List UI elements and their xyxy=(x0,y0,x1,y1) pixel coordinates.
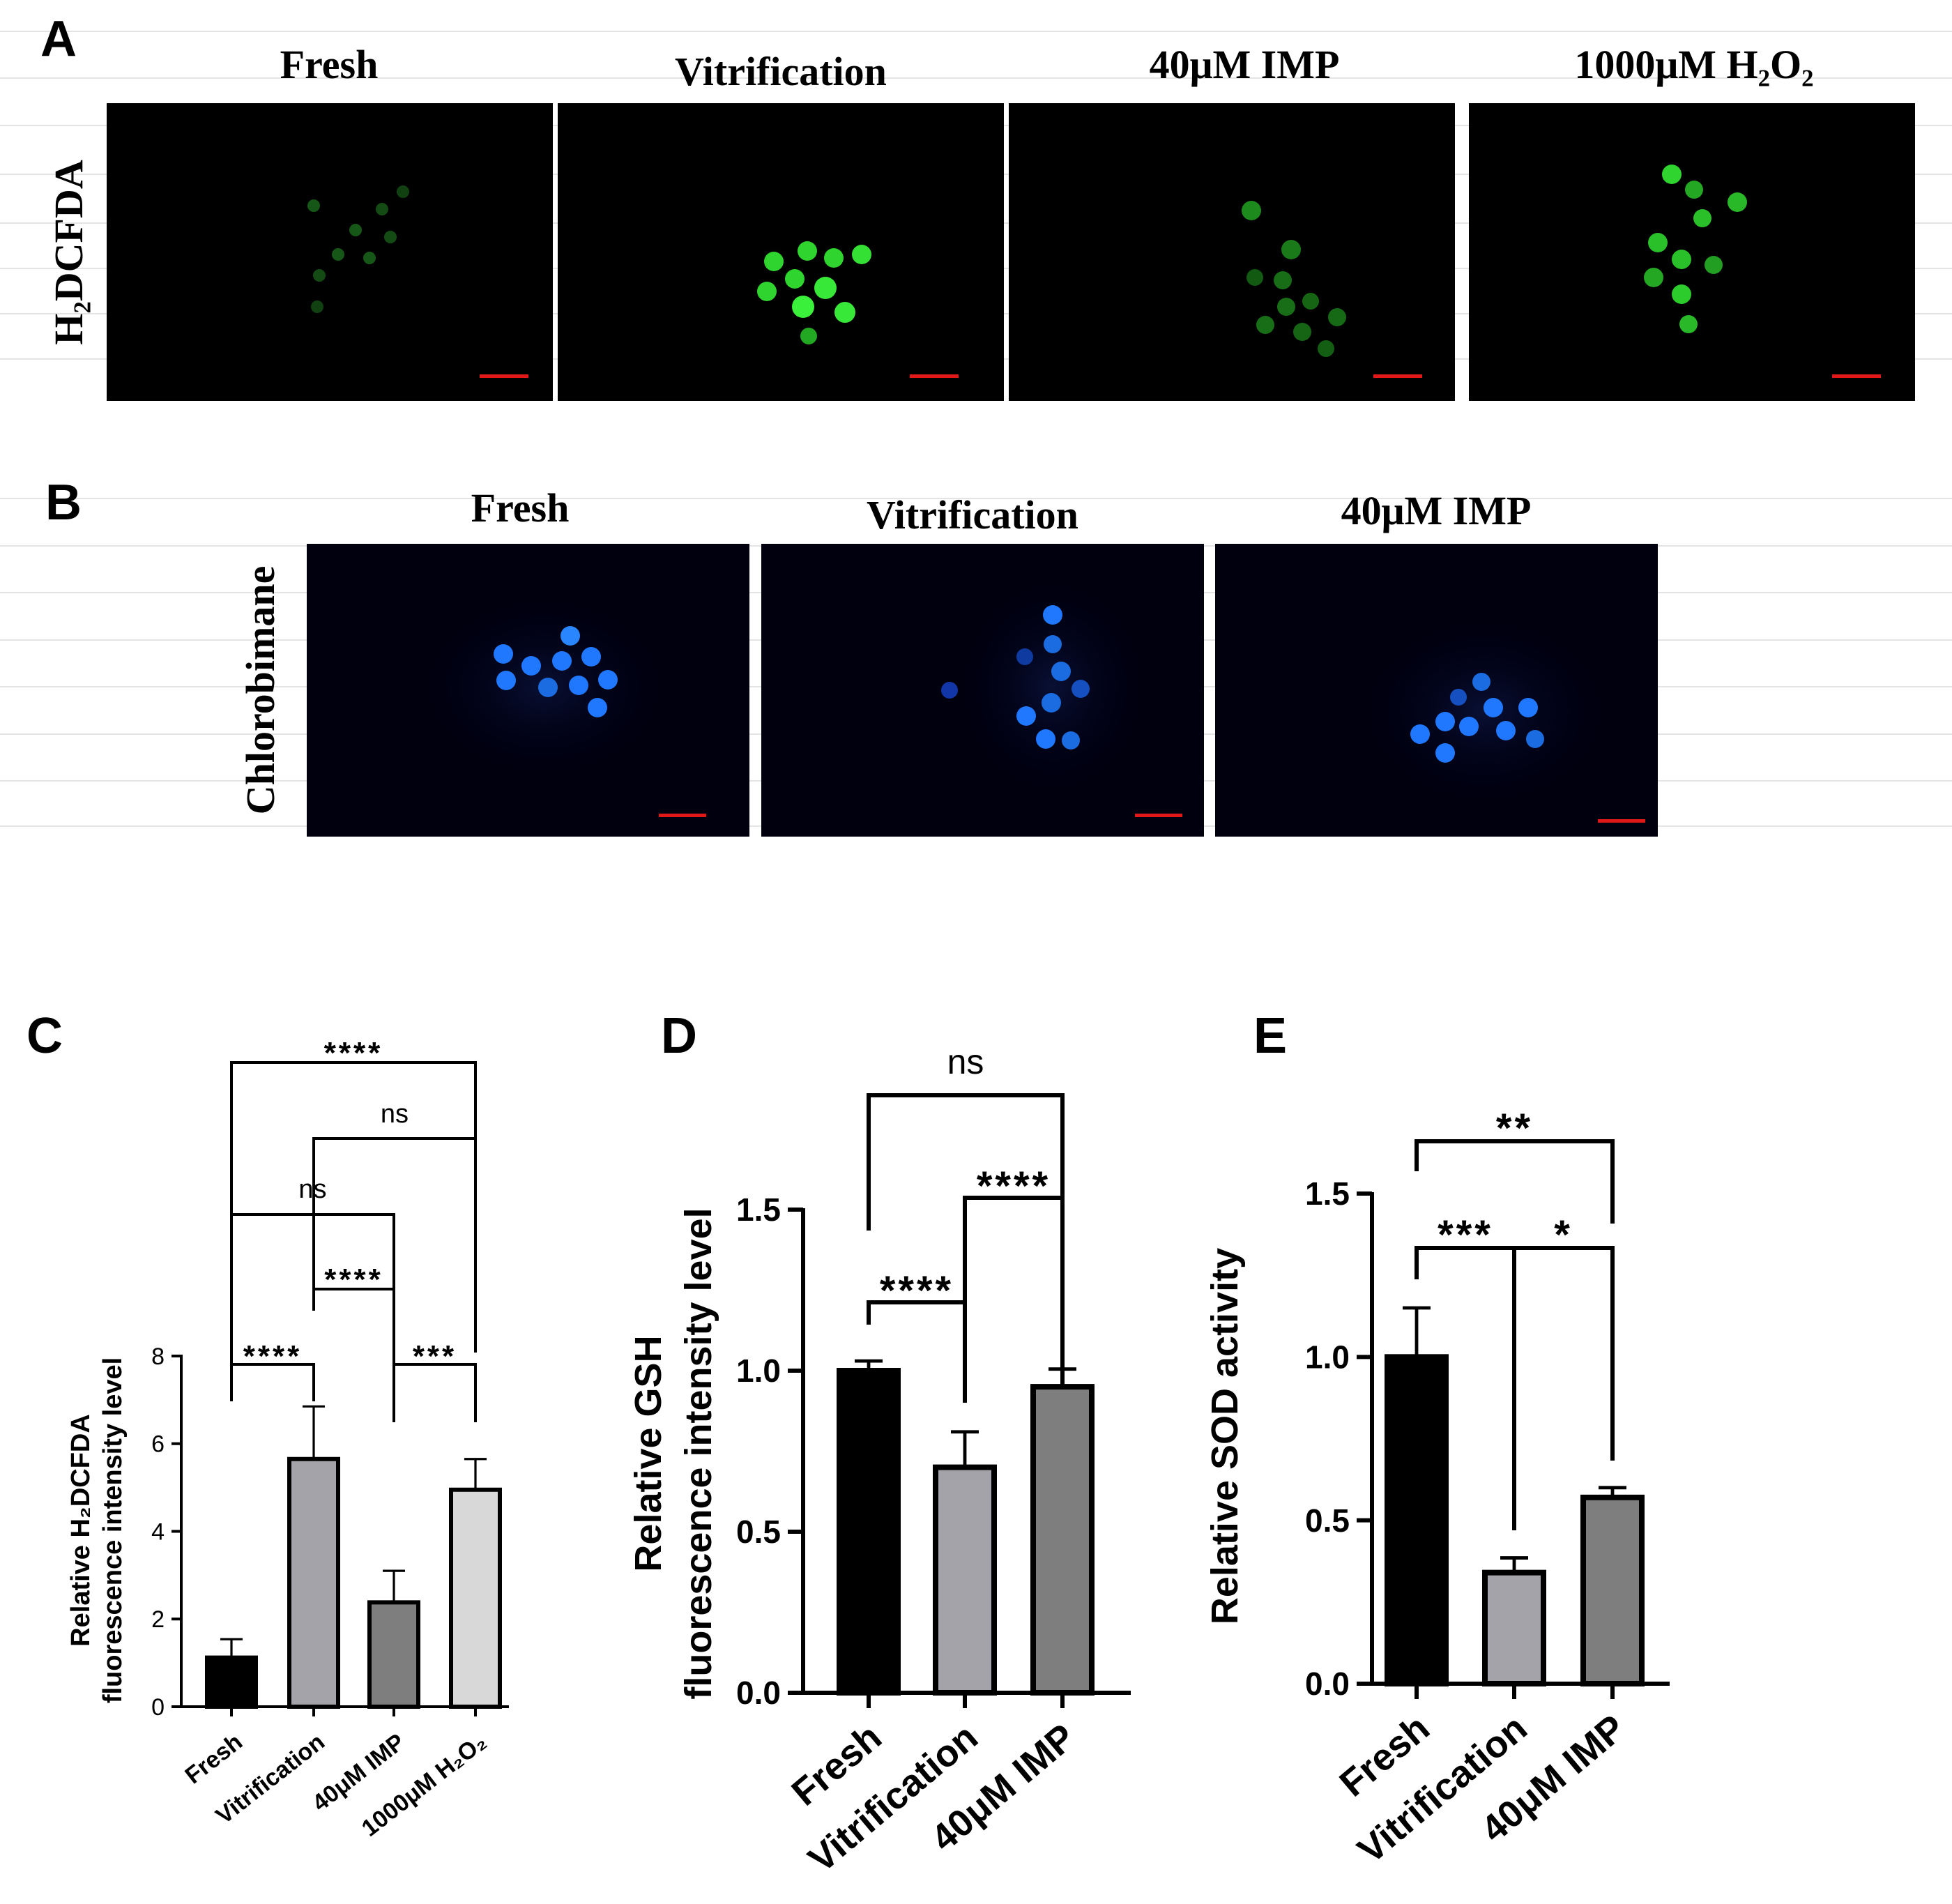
y-tick-label: 1.0 xyxy=(1305,1339,1350,1375)
significance-label: ns xyxy=(947,1042,984,1081)
panel-a-col-title-h2o2: 1000μM H₂O₂ xyxy=(1574,42,1813,87)
micrograph-a-fresh xyxy=(107,103,553,401)
y-axis-title: fluorescence intensity level xyxy=(678,1208,719,1699)
x-category-label: Fresh xyxy=(181,1728,247,1789)
y-tick-label: 8 xyxy=(151,1343,165,1370)
panel-a-col-title-vitrification: Vitrification xyxy=(675,49,887,94)
significance-label: **** xyxy=(324,1263,383,1297)
significance-bracket xyxy=(867,1300,967,1403)
significance-bracket xyxy=(1512,1246,1615,1530)
y-tick-label: 0.5 xyxy=(736,1514,781,1550)
bar-1000-m-h-o- xyxy=(449,1487,502,1709)
y-tick-label: 1.5 xyxy=(736,1191,781,1228)
panel-a: A Fresh Vitrification 40μM IMP 1000μM H₂… xyxy=(40,11,1915,401)
significance-label: ns xyxy=(381,1099,409,1129)
micrograph-b-fresh xyxy=(307,544,749,837)
bar-40-m-imp xyxy=(1580,1494,1645,1687)
y-tick-label: 4 xyxy=(151,1518,165,1545)
panel-e-letter: E xyxy=(1253,1008,1287,1064)
significance-label: *** xyxy=(1438,1212,1493,1258)
y-tick-label: 6 xyxy=(151,1431,165,1458)
y-tick-label: 0.5 xyxy=(1305,1502,1350,1539)
panel-c-letter: C xyxy=(26,1008,63,1064)
micrograph-a-h2o2 xyxy=(1469,103,1915,401)
y-tick-label: 1.0 xyxy=(736,1353,781,1389)
bar-fresh xyxy=(1385,1354,1449,1687)
y-axis-title: Relative GSH xyxy=(627,1335,669,1571)
panel-a-row-label: H₂DCFDA xyxy=(46,160,91,345)
significance-label: **** xyxy=(977,1164,1051,1209)
bar-vitrification xyxy=(933,1464,997,1696)
significance-bracket xyxy=(230,1061,477,1391)
significance-bracket xyxy=(963,1196,1065,1346)
bar-40-m-imp xyxy=(367,1600,420,1709)
y-axis-title: fluorescence intensity level xyxy=(98,1357,128,1703)
micrograph-b-vitrification xyxy=(761,544,1204,837)
significance-bracket xyxy=(1415,1139,1615,1224)
bar-fresh xyxy=(205,1655,258,1709)
micrograph-a-vitrification xyxy=(558,103,1004,401)
bar-vitrification xyxy=(1482,1569,1546,1686)
y-tick-label: 0.0 xyxy=(736,1675,781,1711)
significance-bracket xyxy=(867,1093,1065,1384)
panel-a-col-title-fresh: Fresh xyxy=(280,42,379,87)
panel-b-col-title-fresh: Fresh xyxy=(471,485,570,531)
panel-a-col-title-imp: 40μM IMP xyxy=(1150,42,1340,87)
significance-label: * xyxy=(1554,1212,1573,1258)
micrograph-b-imp xyxy=(1215,544,1658,837)
panel-b-col-title-imp: 40μM IMP xyxy=(1341,488,1532,533)
y-tick-label: 0.0 xyxy=(1305,1666,1350,1702)
significance-label: *** xyxy=(413,1339,457,1373)
panel-b-row-label: Chlorobimane xyxy=(238,566,283,815)
panel-b-col-title-vitrification: Vitrification xyxy=(867,492,1078,538)
micrograph-a-imp xyxy=(1009,103,1455,401)
significance-label: **** xyxy=(324,1036,383,1070)
significance-label: ** xyxy=(1496,1106,1533,1151)
y-tick-label: 2 xyxy=(151,1606,165,1633)
y-axis-title: Relative SOD activity xyxy=(1204,1248,1246,1624)
y-tick-label: 1.5 xyxy=(1305,1175,1350,1212)
panel-b-letter: B xyxy=(45,475,82,531)
panel-b: B Fresh Vitrification 40μM IMP Chlorobim… xyxy=(45,475,1658,837)
y-tick-label: 0 xyxy=(151,1694,165,1721)
bar-40-m-imp xyxy=(1030,1384,1095,1696)
y-axis-title: Relative H₂DCFDA xyxy=(66,1414,96,1647)
panel-d-letter: D xyxy=(661,1008,697,1064)
bar-fresh xyxy=(837,1368,901,1696)
panel-a-letter: A xyxy=(40,11,77,67)
significance-label: **** xyxy=(243,1339,303,1373)
bar-vitrification xyxy=(287,1456,340,1709)
significance-label: **** xyxy=(880,1268,954,1313)
